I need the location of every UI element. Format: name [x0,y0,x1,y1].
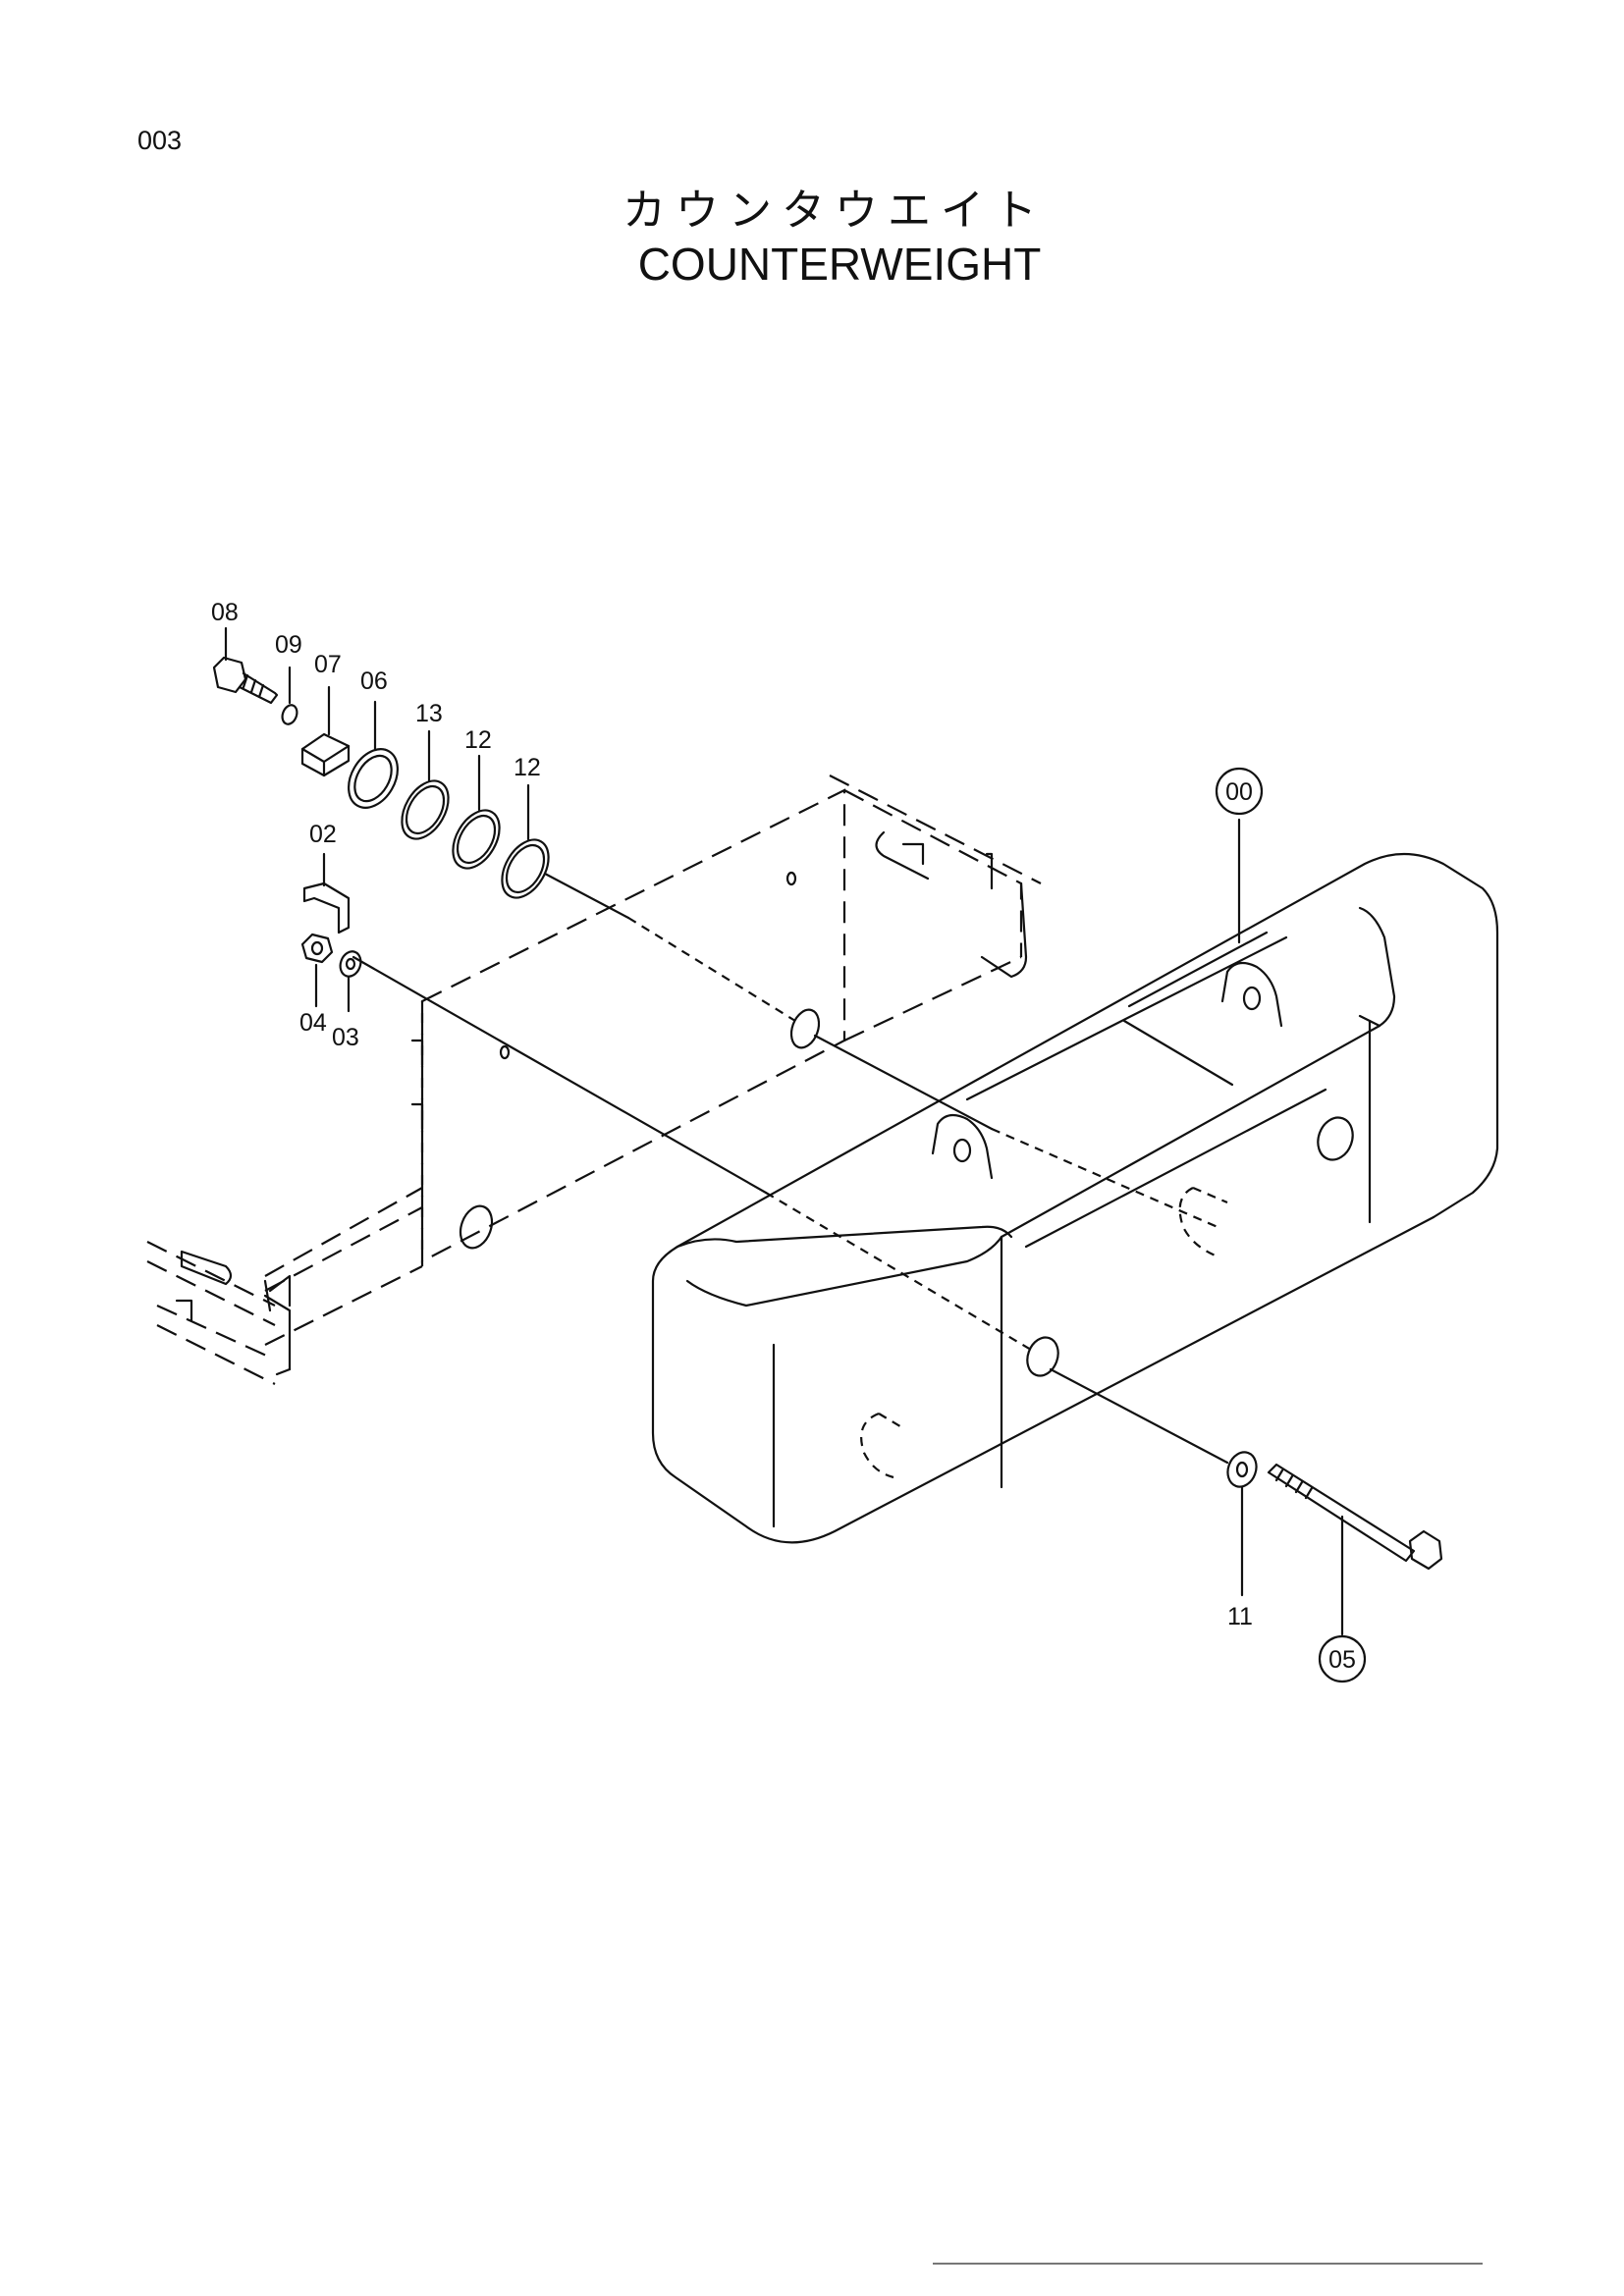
bolt-05 [1267,1463,1443,1571]
shim-12b [501,838,550,899]
assembly-lines [352,872,1229,1465]
callout-12-a: 12 [464,726,492,754]
washer-03 [339,950,362,978]
callout-12-b: 12 [514,754,541,781]
callout-00: 00 [1225,778,1253,806]
washer-09 [281,704,298,725]
title-japanese: カウンタウエイト [623,186,1047,236]
callout-02: 02 [309,821,337,848]
washer-11 [1226,1451,1258,1488]
page-number: 003 [137,126,183,155]
callout-05: 05 [1328,1646,1356,1674]
callout-circle-05 [1318,1634,1367,1683]
bracket-02 [302,881,351,934]
shim-06 [348,748,399,809]
shim-12a [452,809,501,870]
callout-13: 13 [415,700,443,727]
counterweight-body [651,852,1499,1544]
leader-lines [224,626,1344,1636]
title-english: COUNTERWEIGHT [637,239,1042,290]
callout-06: 06 [360,667,388,695]
nut-04 [300,933,334,964]
callout-11: 11 [1227,1603,1253,1630]
shim-13 [401,779,450,840]
footer-rule [933,2263,1483,2265]
callout-07: 07 [314,651,342,678]
callout-03: 03 [332,1024,359,1051]
callout-09: 09 [275,631,302,659]
plate-07 [300,732,351,777]
bolt-08 [212,656,279,705]
machine-frame [146,774,1042,1385]
callout-circle-00 [1215,767,1264,816]
callout-04: 04 [299,1009,327,1037]
callout-08: 08 [211,599,239,626]
